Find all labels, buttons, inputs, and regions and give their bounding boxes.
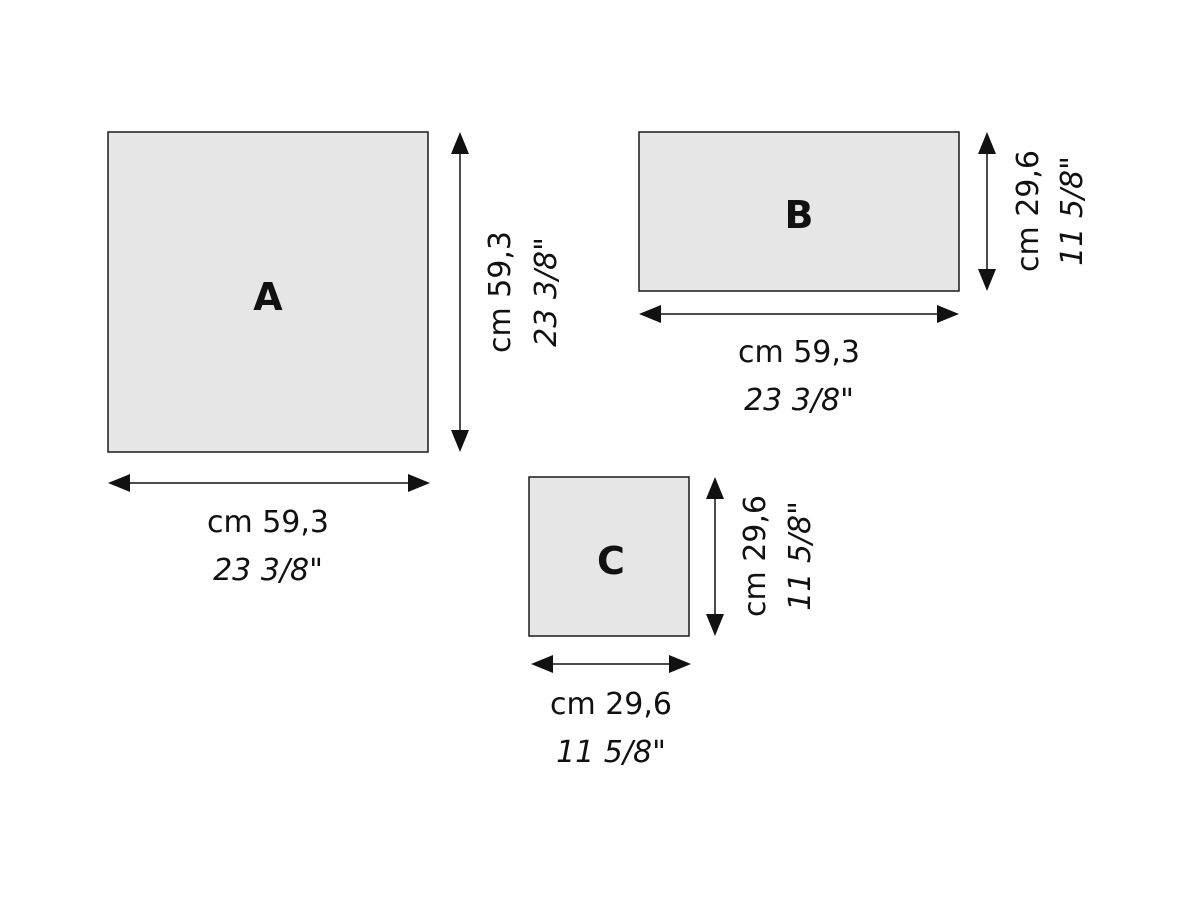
tile-b	[638, 131, 960, 292]
tile-b-group: B cm 29,6 11 5/8" cm 59,3 23 3/8"	[638, 131, 1090, 418]
tile-a-width-cm: cm 59,3	[207, 505, 329, 540]
tile-c-height-arrow	[706, 477, 724, 636]
tile-c-group: C cm 29,6 11 5/8" cm 29,6 11 5/8"	[528, 476, 818, 770]
tile-c-width-arrow	[531, 655, 691, 673]
tile-b-height-arrow	[978, 132, 996, 291]
tile-a-width-inch: 23 3/8"	[213, 553, 323, 588]
tile-a-width-arrow	[108, 474, 430, 492]
tile-b-width-cm: cm 59,3	[738, 335, 860, 370]
tile-b-width-arrow	[639, 305, 959, 323]
tile-a-height-arrow	[451, 132, 469, 452]
tile-a	[107, 131, 429, 453]
tile-b-height-inch: 11 5/8"	[1055, 156, 1090, 266]
tile-c	[528, 476, 690, 637]
tile-a-height-inch: 23 3/8"	[529, 237, 564, 347]
tile-c-height-inch: 11 5/8"	[783, 501, 818, 611]
tile-b-letter: B	[785, 193, 814, 237]
tile-a-group: A cm 59,3 23 3/8" cm 59,3 23 3/8"	[107, 131, 564, 588]
tile-c-width-inch: 11 5/8"	[556, 735, 666, 770]
tile-b-height-cm: cm 29,6	[1011, 150, 1046, 272]
tile-a-height-cm: cm 59,3	[483, 231, 518, 353]
tile-c-width-cm: cm 29,6	[550, 687, 672, 722]
tile-c-letter: C	[597, 539, 625, 583]
tile-b-width-inch: 23 3/8"	[744, 383, 854, 418]
tile-a-letter: A	[253, 275, 283, 319]
tile-c-height-cm: cm 29,6	[738, 495, 773, 617]
